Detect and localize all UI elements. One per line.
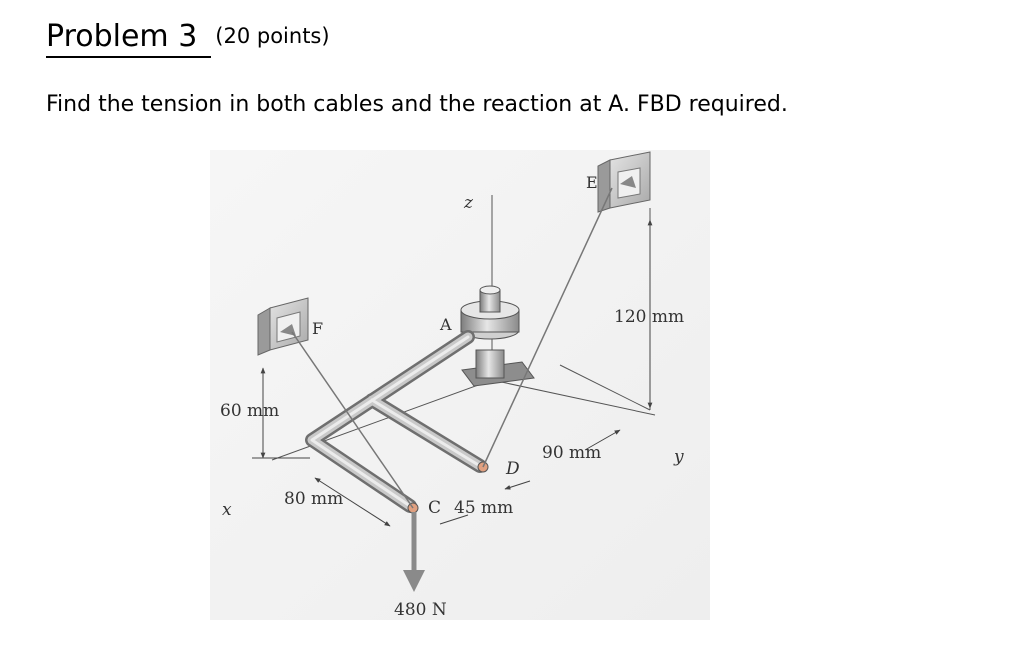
dim-120-label: 120 mm xyxy=(614,307,684,327)
dim-80-label: 80 mm xyxy=(284,489,343,509)
x-axis-label: x xyxy=(222,500,232,520)
point-c-label: C xyxy=(428,498,441,518)
load-label: 480 N xyxy=(394,600,447,620)
load-arrow xyxy=(403,512,425,592)
problem-statement: Find the tension in both cables and the … xyxy=(46,92,788,117)
dim-45-label: 45 mm xyxy=(454,498,513,518)
cables xyxy=(291,187,613,509)
problem-title: Problem 3 xyxy=(46,22,212,58)
problem-heading: Problem 3(20 points) xyxy=(46,22,330,58)
problem-points: (20 points) xyxy=(215,24,330,48)
y-axis-label: y xyxy=(673,447,684,467)
z-axis-label: z xyxy=(463,193,474,213)
dim-60-label: 60 mm xyxy=(220,401,279,421)
dimension-lines xyxy=(252,219,653,527)
point-a-label: A xyxy=(439,315,452,334)
point-e-label: E xyxy=(586,173,598,192)
bearing-a xyxy=(460,285,535,387)
figure-diagram: z y x E F A xyxy=(210,150,710,620)
figure-background xyxy=(210,150,710,620)
point-f-label: F xyxy=(312,319,323,338)
point-d-label: D xyxy=(505,459,520,479)
wall-bracket-e xyxy=(597,151,651,213)
dim-90-label: 90 mm xyxy=(542,443,601,463)
